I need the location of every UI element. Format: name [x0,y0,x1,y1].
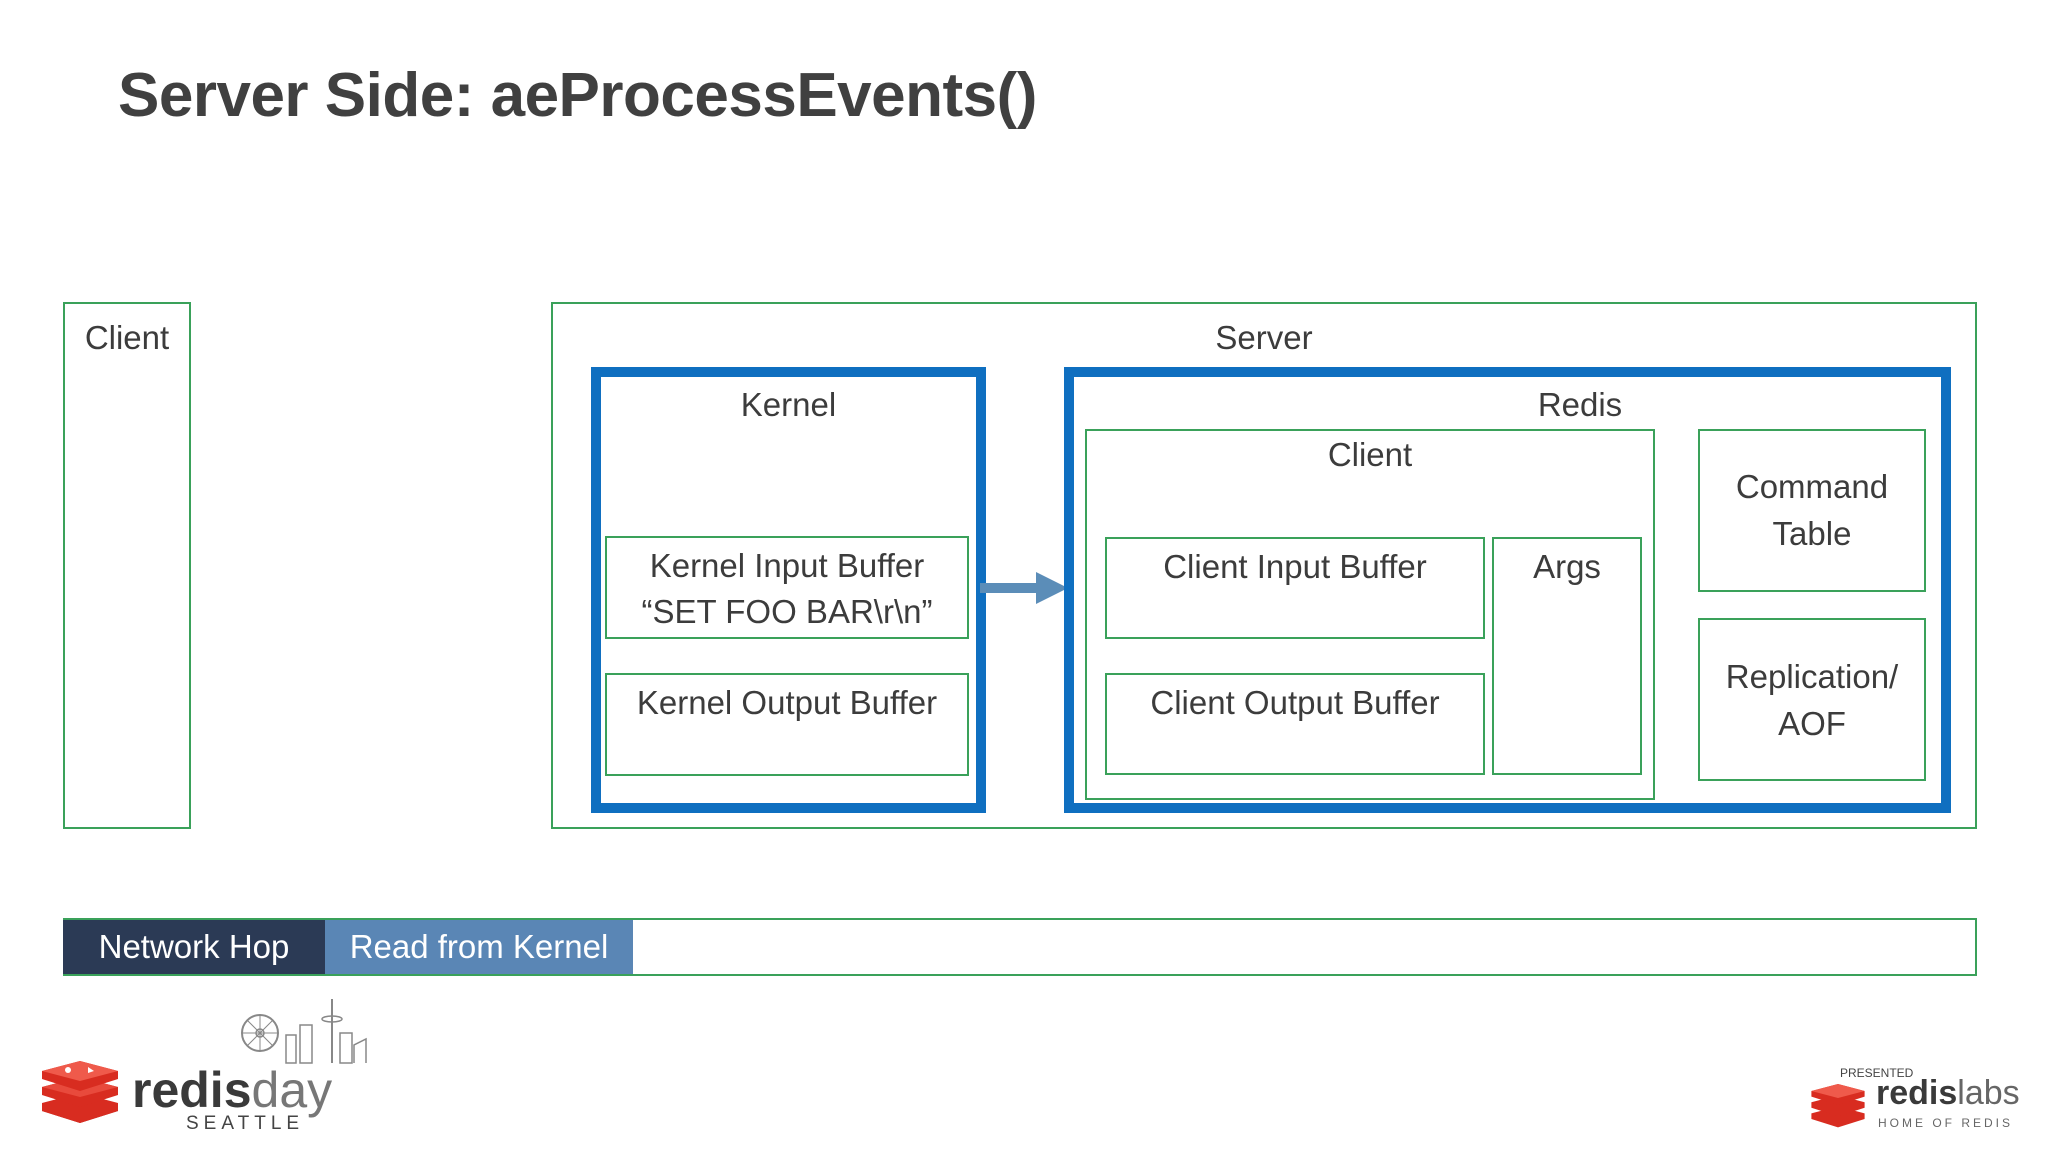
client-output-buffer: Client Output Buffer [1105,673,1485,775]
redislabs-tagline: HOME OF REDIS [1878,1116,2014,1130]
kernel-output-buffer-label: Kernel Output Buffer [636,684,938,721]
redis-client-label: Client [1327,436,1413,473]
client-output-buffer-label: Client Output Buffer [1150,684,1440,721]
redislabs-cube-icon [1811,1084,1865,1128]
command-table-box: Command Table [1698,429,1926,592]
replication-line2: AOF [1778,705,1846,742]
client-label: Client [84,319,170,356]
client-input-buffer: Client Input Buffer [1105,537,1485,639]
timeline-read-from-kernel: Read from Kernel [325,920,633,974]
client-box: Client [63,302,191,829]
kernel-label: Kernel [740,386,837,423]
redis-cube-icon [42,1061,118,1123]
kernel-output-buffer: Kernel Output Buffer [605,673,969,776]
redisday-logo: redisday SEATTLE [40,995,367,1135]
client-input-buffer-label: Client Input Buffer [1163,548,1427,585]
redisday-city: SEATTLE [186,1113,305,1134]
slide-title: Server Side: aeProcessEvents() [118,61,1037,130]
redisday-word1: redis [132,1062,252,1118]
redisday-word2: day [251,1062,333,1118]
args-box: Args [1492,537,1642,775]
replication-aof-box: Replication/ AOF [1698,618,1926,781]
timeline-network-hop: Network Hop [63,920,325,974]
kernel-input-buffer: Kernel Input Buffer “SET FOO BAR\r\n” [605,536,969,639]
read-from-kernel-label: Read from Kernel [349,928,609,965]
redislabs-logo: PRESENTED redislabs HOME OF REDIS [1810,1060,2020,1140]
command-table-line2: Table [1772,515,1852,552]
kernel-input-buffer-label: Kernel Input Buffer [649,547,925,584]
command-table-line1: Command [1735,468,1889,505]
redislabs-word1: redis [1876,1074,1958,1112]
args-label: Args [1533,548,1601,585]
server-label: Server [1215,319,1313,356]
kernel-input-buffer-content: “SET FOO BAR\r\n” [641,593,933,630]
redis-label: Redis [1537,386,1623,423]
redislabs-word2: labs [1957,1074,2020,1112]
timeline-bar: Network Hop Read from Kernel [63,918,1977,976]
replication-line1: Replication/ [1725,658,1899,695]
read-arrow [980,572,1068,604]
presented-label: PRESENTED [1840,1066,1914,1080]
network-hop-label: Network Hop [98,928,290,965]
seattle-skyline-icon [241,999,367,1064]
